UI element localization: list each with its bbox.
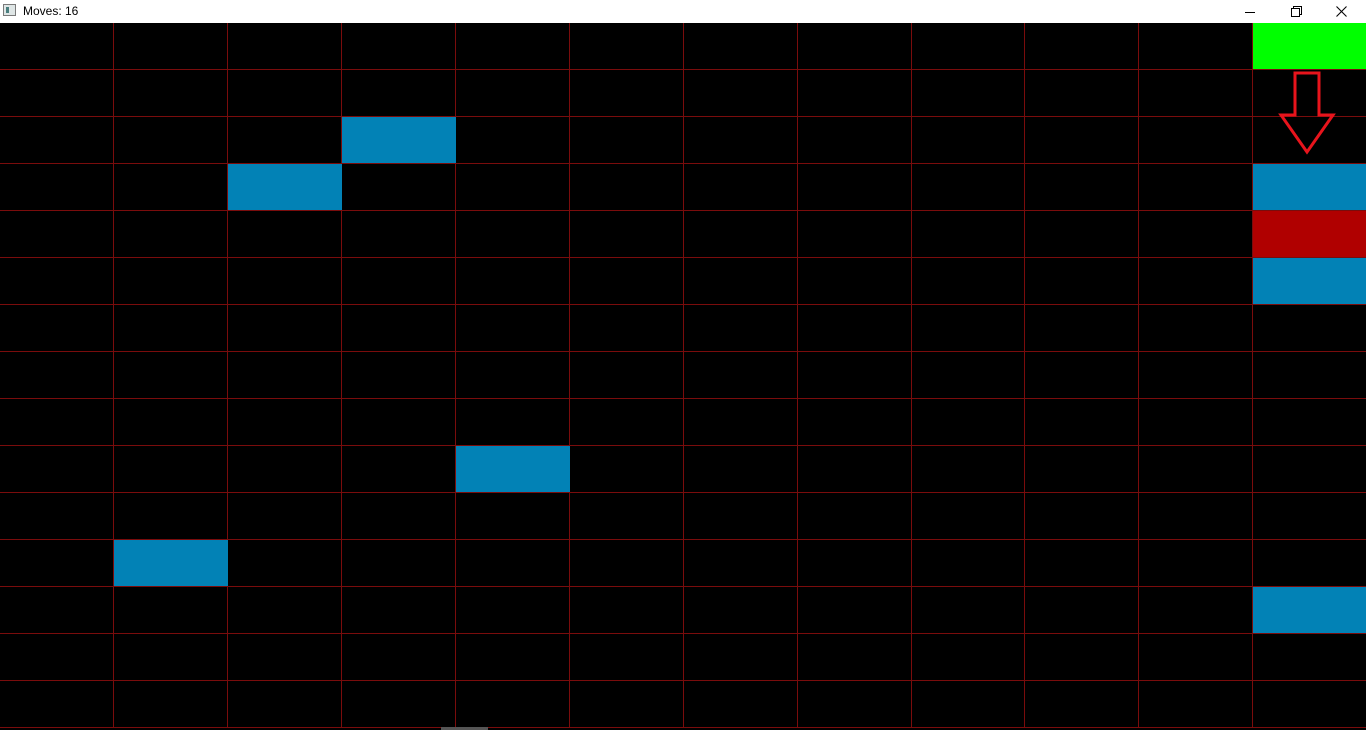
grid-line-horizontal [0, 69, 1366, 70]
close-icon [1335, 6, 1347, 17]
grid-line-vertical [455, 23, 456, 728]
restore-icon [1290, 6, 1302, 17]
grid-line-horizontal [0, 398, 1366, 399]
blue-block [1253, 258, 1366, 304]
goal-cell [1253, 23, 1366, 69]
blue-block [228, 164, 342, 210]
grid-line-horizontal [0, 163, 1366, 164]
grid-line-vertical [569, 23, 570, 728]
grid-line-vertical [683, 23, 684, 728]
grid-line-horizontal [0, 351, 1366, 352]
game-board[interactable] [0, 23, 1366, 728]
app-icon [3, 4, 16, 16]
grid-line-horizontal [0, 304, 1366, 305]
blue-block [456, 446, 570, 492]
down-arrow-icon [1278, 71, 1336, 155]
grid-line-horizontal [0, 210, 1366, 211]
blue-block [1253, 164, 1366, 210]
blue-block [1253, 587, 1366, 633]
minimize-icon [1245, 11, 1255, 13]
restore-button[interactable] [1273, 0, 1319, 23]
grid-line-horizontal [0, 445, 1366, 446]
blue-block [114, 540, 228, 586]
minimize-button[interactable] [1227, 0, 1273, 23]
grid-line-vertical [341, 23, 342, 728]
scroll-thumb[interactable] [441, 727, 488, 730]
grid-line-horizontal [0, 492, 1366, 493]
grid-line-horizontal [0, 586, 1366, 587]
grid-line-vertical [797, 23, 798, 728]
grid-line-horizontal [0, 680, 1366, 681]
window-title: Moves: 16 [23, 4, 79, 18]
player-block [1253, 211, 1366, 257]
grid-line-vertical [227, 23, 228, 728]
grid-line-horizontal [0, 257, 1366, 258]
title-bar[interactable]: Moves: 16 [0, 0, 1366, 23]
blue-block [342, 117, 456, 163]
grid-line-horizontal [0, 633, 1366, 634]
grid-line-vertical [911, 23, 912, 728]
grid-line-horizontal [0, 539, 1366, 540]
grid-line-vertical [113, 23, 114, 728]
grid-line-vertical [1252, 23, 1253, 728]
close-button[interactable] [1318, 0, 1364, 23]
grid-line-vertical [1138, 23, 1139, 728]
grid-line-horizontal [0, 116, 1366, 117]
grid-line-vertical [1024, 23, 1025, 728]
grid-line-horizontal [0, 727, 1366, 728]
